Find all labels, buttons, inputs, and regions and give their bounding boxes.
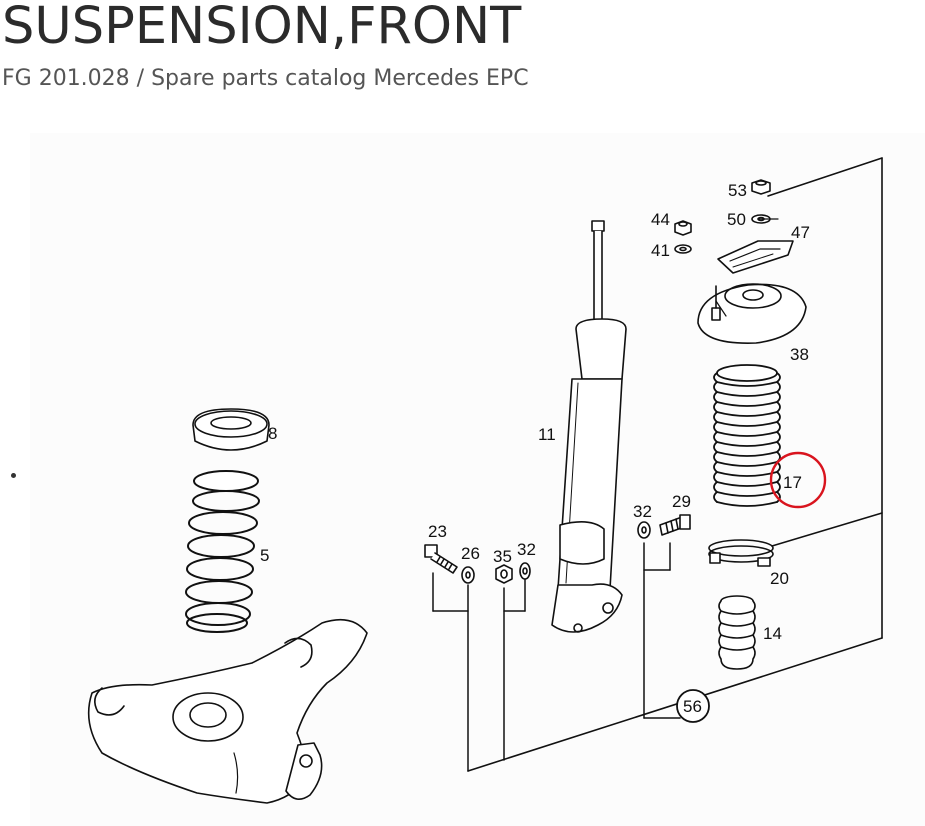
page-subtitle: FG 201.028 / Spare parts catalog Mercede… xyxy=(2,66,529,91)
part-32-washer-right xyxy=(637,521,651,539)
part-label-8: 8 xyxy=(268,424,277,443)
reference-56-circle xyxy=(676,689,710,723)
part-26-washer xyxy=(461,566,475,584)
assembly-frame-lines xyxy=(467,157,883,772)
part-label-32a: 32 xyxy=(633,502,652,521)
part-32-washer-left xyxy=(519,562,531,580)
part-label-35: 35 xyxy=(493,547,512,566)
parts-diagram: 53 50 47 44 41 38 11 8 5 17 32 29 23 26 … xyxy=(30,133,925,826)
part-label-26: 26 xyxy=(461,544,480,563)
highlight-circle-17 xyxy=(769,451,827,509)
part-44-nut xyxy=(674,220,692,236)
part-53-nut xyxy=(751,179,771,195)
part-35-nut xyxy=(495,564,513,584)
part-8-spring-seat xyxy=(192,408,270,451)
part-label-56: 56 xyxy=(683,697,702,716)
part-label-23: 23 xyxy=(428,522,447,541)
part-41-washer xyxy=(674,244,692,254)
part-5-coil-spring xyxy=(185,470,260,633)
part-17-bellows xyxy=(713,364,781,507)
part-label-11: 11 xyxy=(538,425,556,444)
part-label-29: 29 xyxy=(672,492,691,511)
reference-56-leader-lines xyxy=(432,542,681,772)
part-11-shock-absorber xyxy=(551,220,627,633)
part-29-bolt xyxy=(659,514,691,536)
part-label-17: 17 xyxy=(783,473,802,492)
part-23-bolt xyxy=(424,544,458,574)
lower-control-arm xyxy=(87,618,368,804)
part-20-clamp xyxy=(708,539,774,567)
list-bullet xyxy=(11,473,16,478)
part-label-47: 47 xyxy=(791,223,810,242)
part-label-44: 44 xyxy=(651,210,670,229)
part-label-38: 38 xyxy=(790,345,809,364)
part-leader-strokes xyxy=(715,218,779,317)
part-label-41: 41 xyxy=(651,241,670,260)
part-label-20: 20 xyxy=(770,569,789,588)
part-47-cover xyxy=(717,240,794,274)
part-label-53: 53 xyxy=(728,181,747,200)
part-label-50: 50 xyxy=(727,210,746,229)
part-labels: 53 50 47 44 41 38 11 8 5 17 32 29 23 26 … xyxy=(260,181,810,716)
page-title: SUSPENSION,FRONT xyxy=(2,0,522,56)
part-38-strut-mount xyxy=(697,283,807,344)
part-label-32b: 32 xyxy=(517,540,536,559)
part-14-bump-stop xyxy=(718,595,756,670)
part-label-14: 14 xyxy=(763,624,782,643)
part-label-5: 5 xyxy=(260,546,269,565)
